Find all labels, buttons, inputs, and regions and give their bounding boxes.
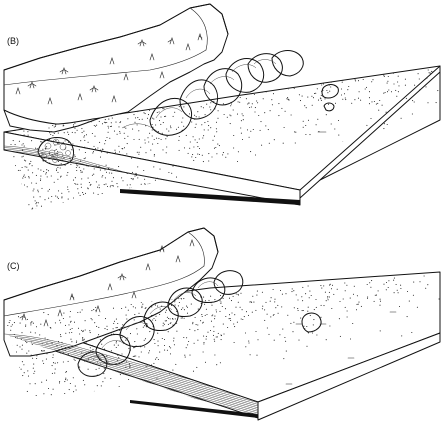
panel-c-side-face — [257, 332, 441, 421]
panel-b-label: (B) — [7, 36, 19, 46]
panel-c-sea-stacks — [285, 311, 397, 385]
panel-c-label: (C) — [7, 261, 20, 271]
panel-b-cliff-crest — [3, 3, 229, 71]
panel-b-reef-lobes — [121, 50, 304, 136]
panel-c-vegetation — [19, 239, 195, 327]
panel-b-base-strata — [120, 189, 300, 205]
panel-c-base-strata — [130, 400, 258, 418]
panel-c-reef-lobes — [77, 270, 244, 377]
panel-b-diagram: (B) — [3, 3, 441, 210]
panel-b-boulder-pile — [37, 137, 75, 166]
panel-b-vegetation — [15, 33, 203, 105]
panel-b-sea-stacks — [317, 84, 339, 133]
panel-c-cliff-crest — [3, 227, 219, 301]
panel-c-diagram: (C) — [3, 227, 441, 421]
